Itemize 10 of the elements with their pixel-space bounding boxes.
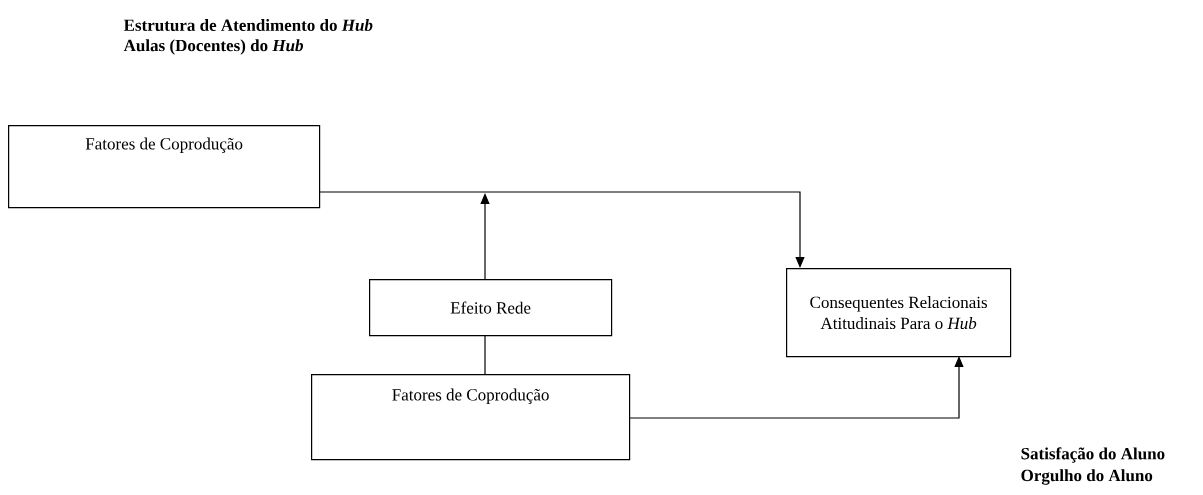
box: Consequentes Relacionais Atitudinais Para o Hub (786, 268, 1012, 358)
box: Efeito Rede (369, 279, 613, 337)
connector-line (484, 334, 486, 375)
heading-text: Orgulho do Aluno (1021, 469, 1153, 485)
box: Fatores de Coprodução (311, 374, 631, 461)
heading-text: Satisfação do Aluno (1021, 447, 1165, 463)
arrow (628, 356, 964, 419)
heading-text: Estrutura de Atendimento do Hub (123, 19, 373, 31)
box: Fatores de Coprodução (8, 125, 321, 209)
heading-text: Aulas (Docentes) do Hub (123, 39, 304, 55)
